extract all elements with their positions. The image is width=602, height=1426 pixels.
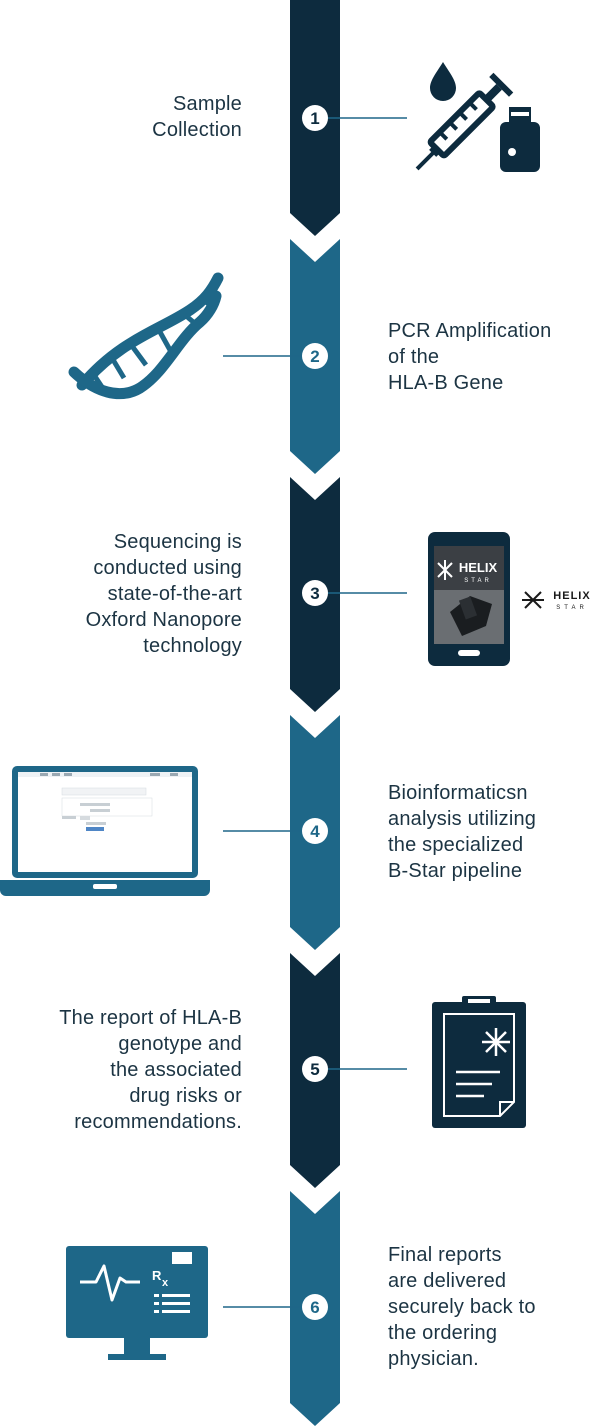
step-5-line: genotype and [118, 1033, 242, 1055]
logo-name: HELIX [553, 590, 590, 602]
step-5-line: The report of HLA-B [59, 1007, 242, 1029]
step-6-line: are delivered [388, 1270, 507, 1292]
step-4-line: Bioinformaticsn [388, 782, 528, 804]
monitor-prescription-icon: R x [66, 1246, 208, 1360]
step-3-line: Oxford Nanopore [85, 609, 242, 631]
step-5-line: drug risks or [129, 1085, 242, 1107]
step-4-badge: 4 [302, 818, 328, 844]
smartphone-icon: HELIX STAR [428, 532, 510, 666]
step-3-text: Sequencing is conducted using state-of-t… [20, 529, 242, 659]
svg-text:x: x [162, 1277, 169, 1289]
step-2-line: of the [388, 346, 440, 368]
step-6-line: Final reports [388, 1244, 502, 1266]
step-3-line: Sequencing is [113, 531, 242, 553]
step-5-badge: 5 [302, 1056, 328, 1082]
step-3-number: 3 [310, 584, 319, 603]
helix-star-logo: HELIX STAR [522, 590, 590, 611]
step-6-line: the ordering [388, 1322, 498, 1344]
step-6-line: securely back to [388, 1296, 536, 1318]
step-1-line: Sample [172, 93, 242, 115]
step-4-line: B-Star pipeline [388, 860, 523, 882]
step-2-number: 2 [310, 347, 319, 366]
step-5-line: the associated [110, 1059, 242, 1081]
step-5-number: 5 [310, 1060, 319, 1079]
step-6-number: 6 [310, 1298, 319, 1317]
step-3-line: state-of-the-art [107, 583, 242, 605]
step-2-text: PCR Amplification of the HLA-B Gene [388, 318, 598, 396]
step-5-line: recommendations. [74, 1111, 242, 1133]
step-4-text: Bioinformaticsn analysis utilizing the s… [388, 780, 598, 884]
laptop-icon [0, 766, 210, 896]
step-3-line: conducted using [93, 557, 242, 579]
step-6-line: physician. [388, 1348, 479, 1370]
step-3-line: technology [143, 635, 242, 657]
syringe-bottle-icon [415, 62, 540, 172]
phone-logo-sub: STAR [464, 578, 492, 584]
phone-logo-name: HELIX [459, 560, 498, 575]
step-6-text: Final reports are delivered securely bac… [388, 1242, 598, 1372]
step-5-text: The report of HLA-B genotype and the ass… [8, 1005, 242, 1135]
step-4-line: the specialized [388, 834, 524, 856]
step-1-text: Sample Collection [40, 91, 242, 143]
step-2-line: HLA-B Gene [388, 372, 504, 394]
step-1-line: Collection [152, 119, 242, 141]
step-2-line: PCR Amplification [388, 320, 552, 342]
step-3-badge: 3 [302, 580, 328, 606]
step-4-number: 4 [310, 822, 320, 841]
clipboard-report-icon [432, 996, 526, 1128]
logo-sub: STAR [556, 605, 588, 611]
step-2-badge: 2 [302, 343, 328, 369]
svg-text:R: R [152, 1268, 162, 1283]
step-1-badge: 1 [302, 105, 328, 131]
step-6-badge: 6 [302, 1294, 328, 1320]
step-1-number: 1 [310, 109, 319, 128]
dna-helix-icon [68, 272, 224, 400]
step-4-line: analysis utilizing [388, 808, 537, 830]
